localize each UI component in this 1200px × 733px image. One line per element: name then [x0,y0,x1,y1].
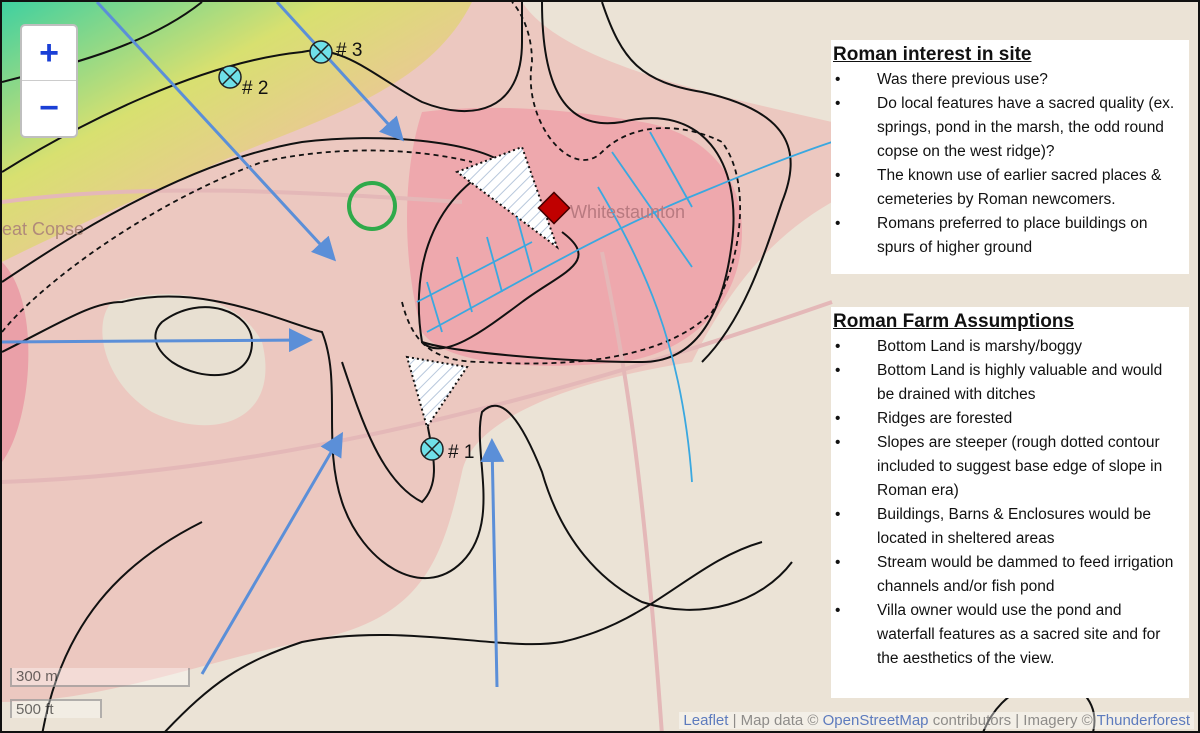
list-item: Villa owner would use the pond and water… [833,599,1181,671]
scale-imperial: 500 ft [10,699,102,718]
place-label-copse: eat Copse [2,219,84,239]
thunderforest-link[interactable]: Thunderforest [1096,712,1190,729]
map-attribution: Leaflet | Map data © OpenStreetMap contr… [679,712,1194,729]
list-item: Slopes are steeper (rough dotted contour… [833,431,1181,503]
list-item: The known use of earlier sacred places &… [833,164,1181,212]
zoom-out-button[interactable]: − [22,80,76,135]
panel-title: Roman interest in site [833,44,1032,65]
roman-interest-panel: Roman interest in site Was there previou… [831,40,1189,274]
list-item: Do local features have a sacred quality … [833,92,1181,164]
list-item: Buildings, Barns & Enclosures would be l… [833,503,1181,551]
attribution-text: contributors | Imagery © [928,712,1097,729]
roman-farm-panel: Roman Farm Assumptions Bottom Land is ma… [831,307,1189,698]
roads [2,188,833,731]
attribution-text: | Map data © [728,712,823,729]
svg-text:# 1: # 1 [448,442,474,463]
crossed-circle-icon [423,440,441,458]
osm-link[interactable]: OpenStreetMap [822,712,929,729]
zoom-control: + − [20,24,78,138]
crossed-circle-icon [312,43,330,61]
crossed-circle-icon [221,68,239,86]
zoom-in-button[interactable]: + [39,33,59,72]
round-copse-circle [347,181,397,231]
hatched-areas [405,145,560,430]
leaflet-link[interactable]: Leaflet [683,712,729,729]
list-item: Bottom Land is highly valuable and would… [833,359,1181,407]
dashed-contour [2,2,742,365]
marker-1[interactable]: # 1 [420,437,474,463]
list-item: Romans preferred to place buildings on s… [833,212,1181,260]
place-label-village: Whitestaunton [570,202,685,222]
villa-building-icon[interactable] [537,191,571,225]
list-item: Stream would be dammed to feed irrigatio… [833,551,1181,599]
marker-2[interactable]: # 2 [218,65,268,99]
list-item: Was there previous use? [833,68,1181,92]
svg-text:# 3: # 3 [336,40,362,61]
list-item: Bottom Land is marshy/boggy [833,335,1181,359]
panel-title: Roman Farm Assumptions [833,311,1075,332]
list-item: Ridges are forested [833,407,1181,431]
scale-metric: 300 m [10,668,190,687]
marker-3[interactable]: # 3 [309,40,362,64]
stream-channels [416,131,833,483]
arrows [2,2,505,688]
svg-text:# 2: # 2 [242,78,268,99]
